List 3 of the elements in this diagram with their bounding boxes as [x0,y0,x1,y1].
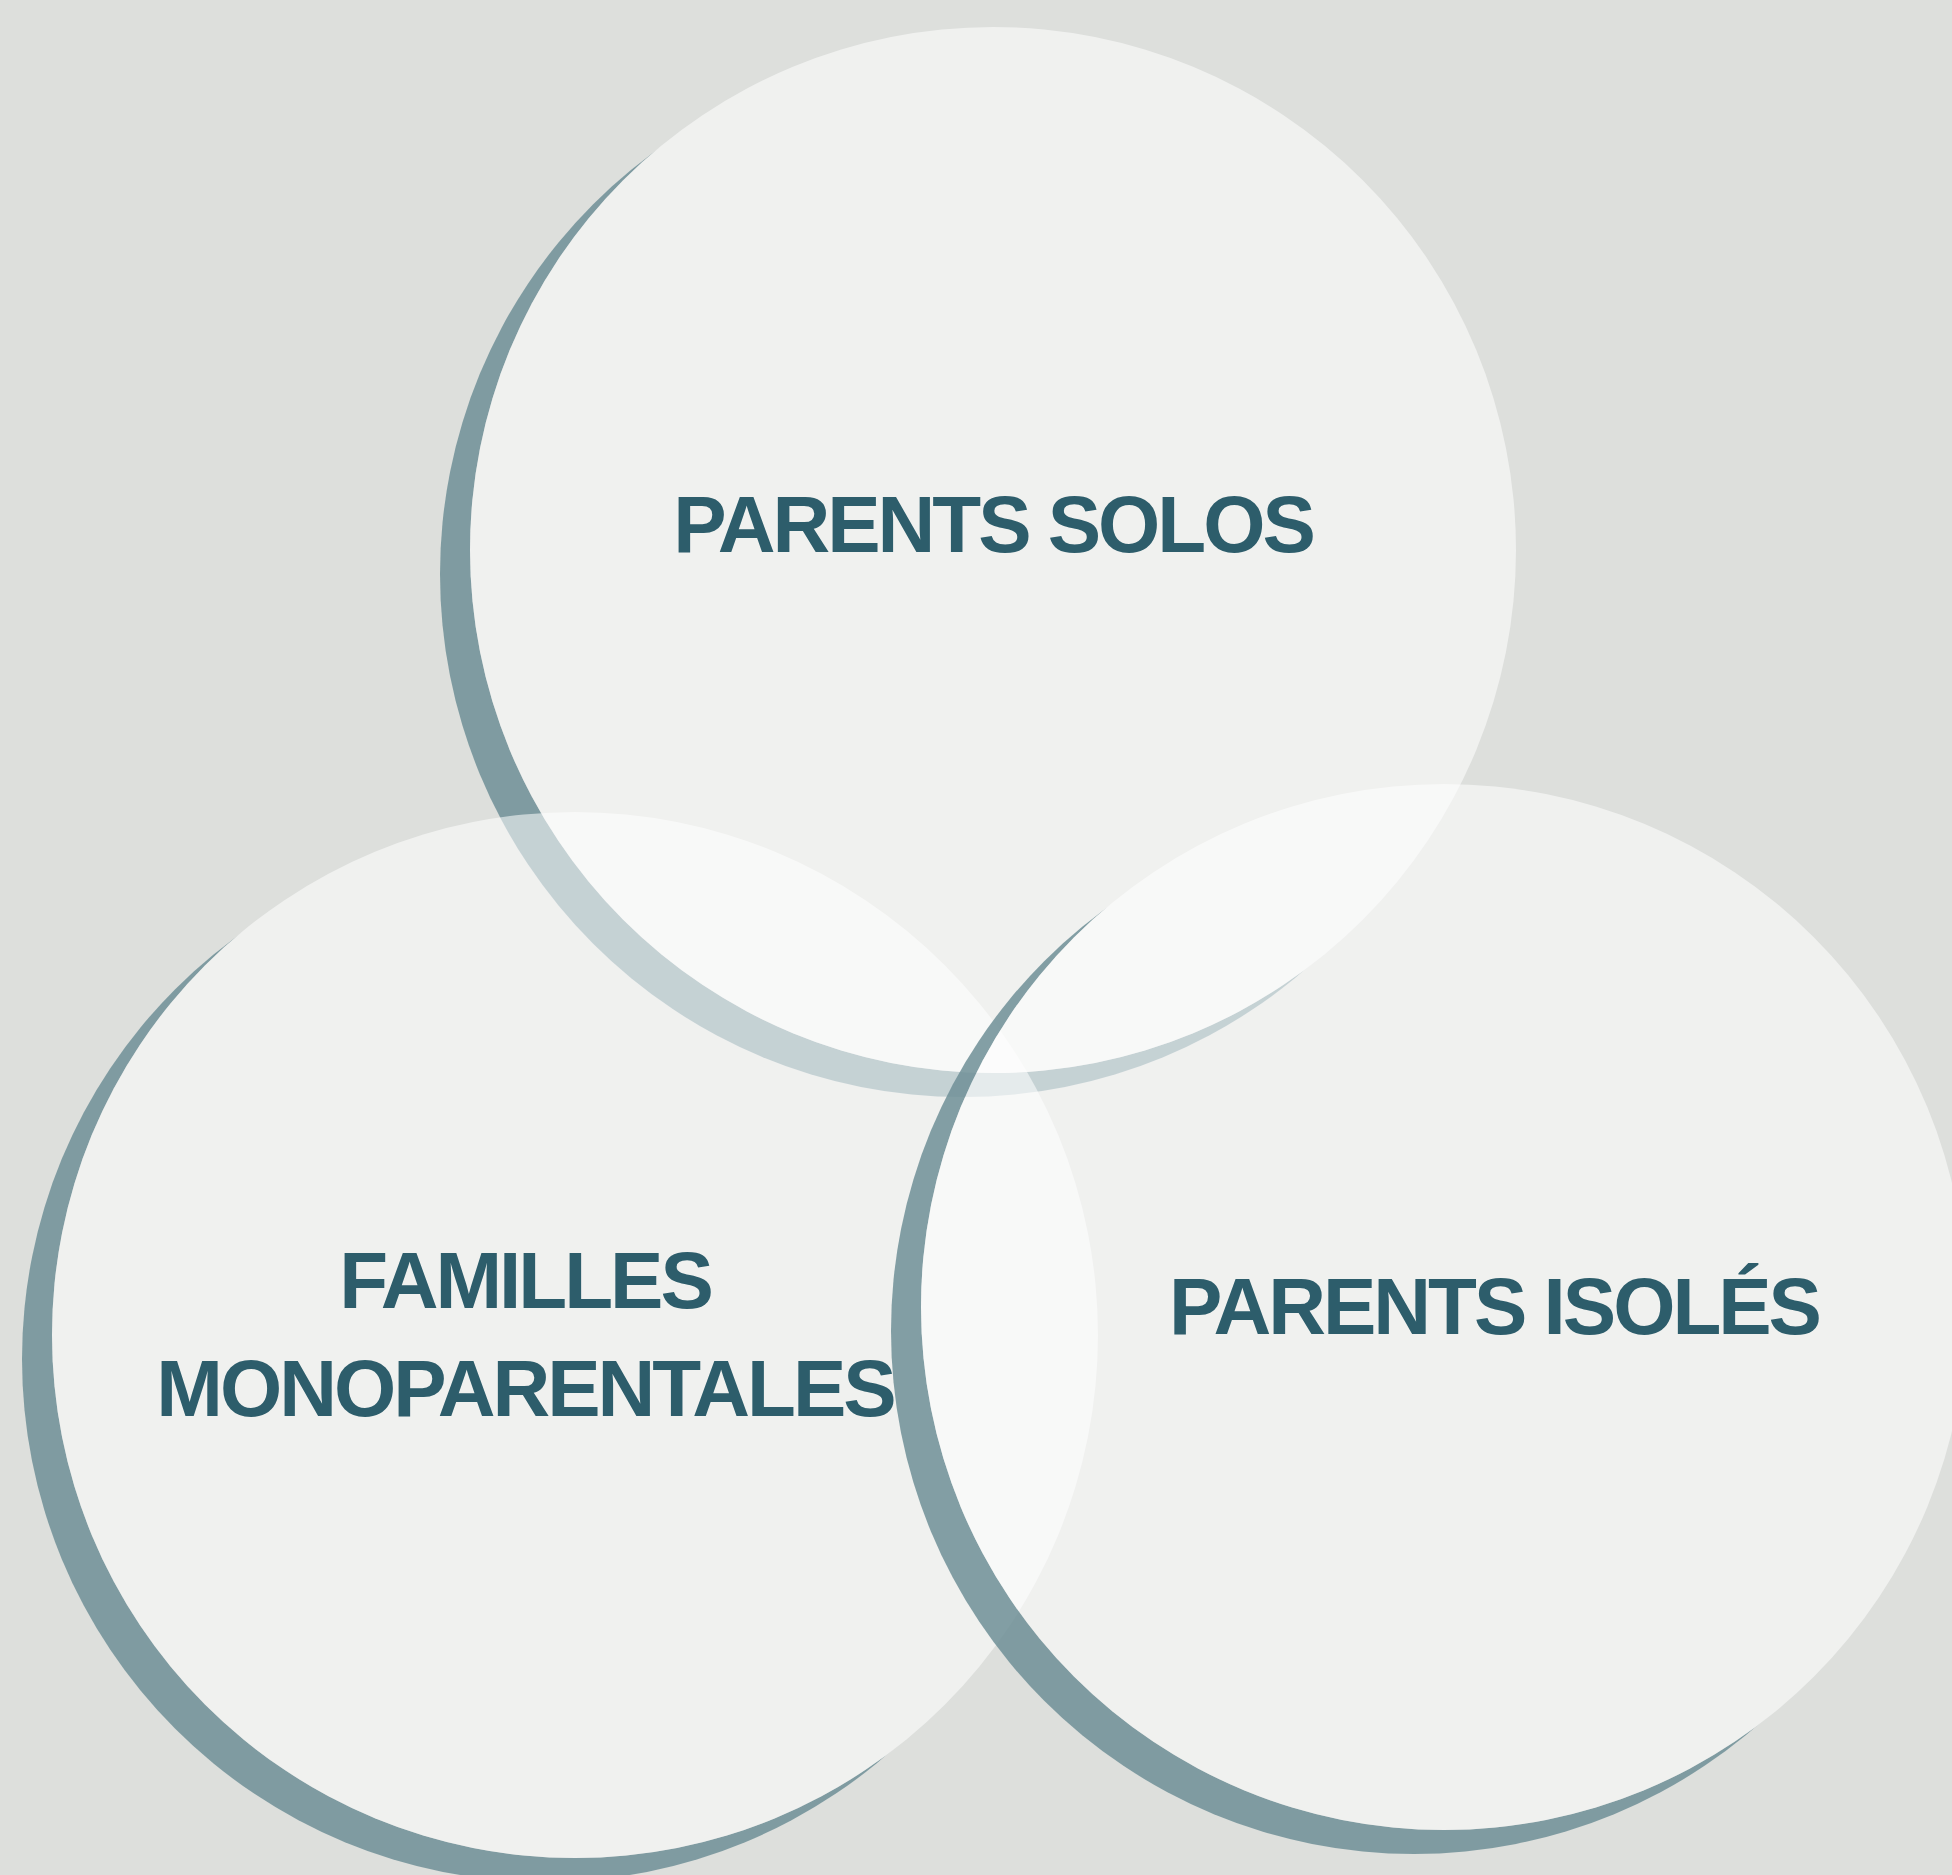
circle-label: PARENTS ISOLÉS [1169,1261,1819,1353]
circle-label: FAMILLES MONOPARENTALES [155,1235,895,1435]
circle-label: PARENTS SOLOS [673,479,1313,571]
